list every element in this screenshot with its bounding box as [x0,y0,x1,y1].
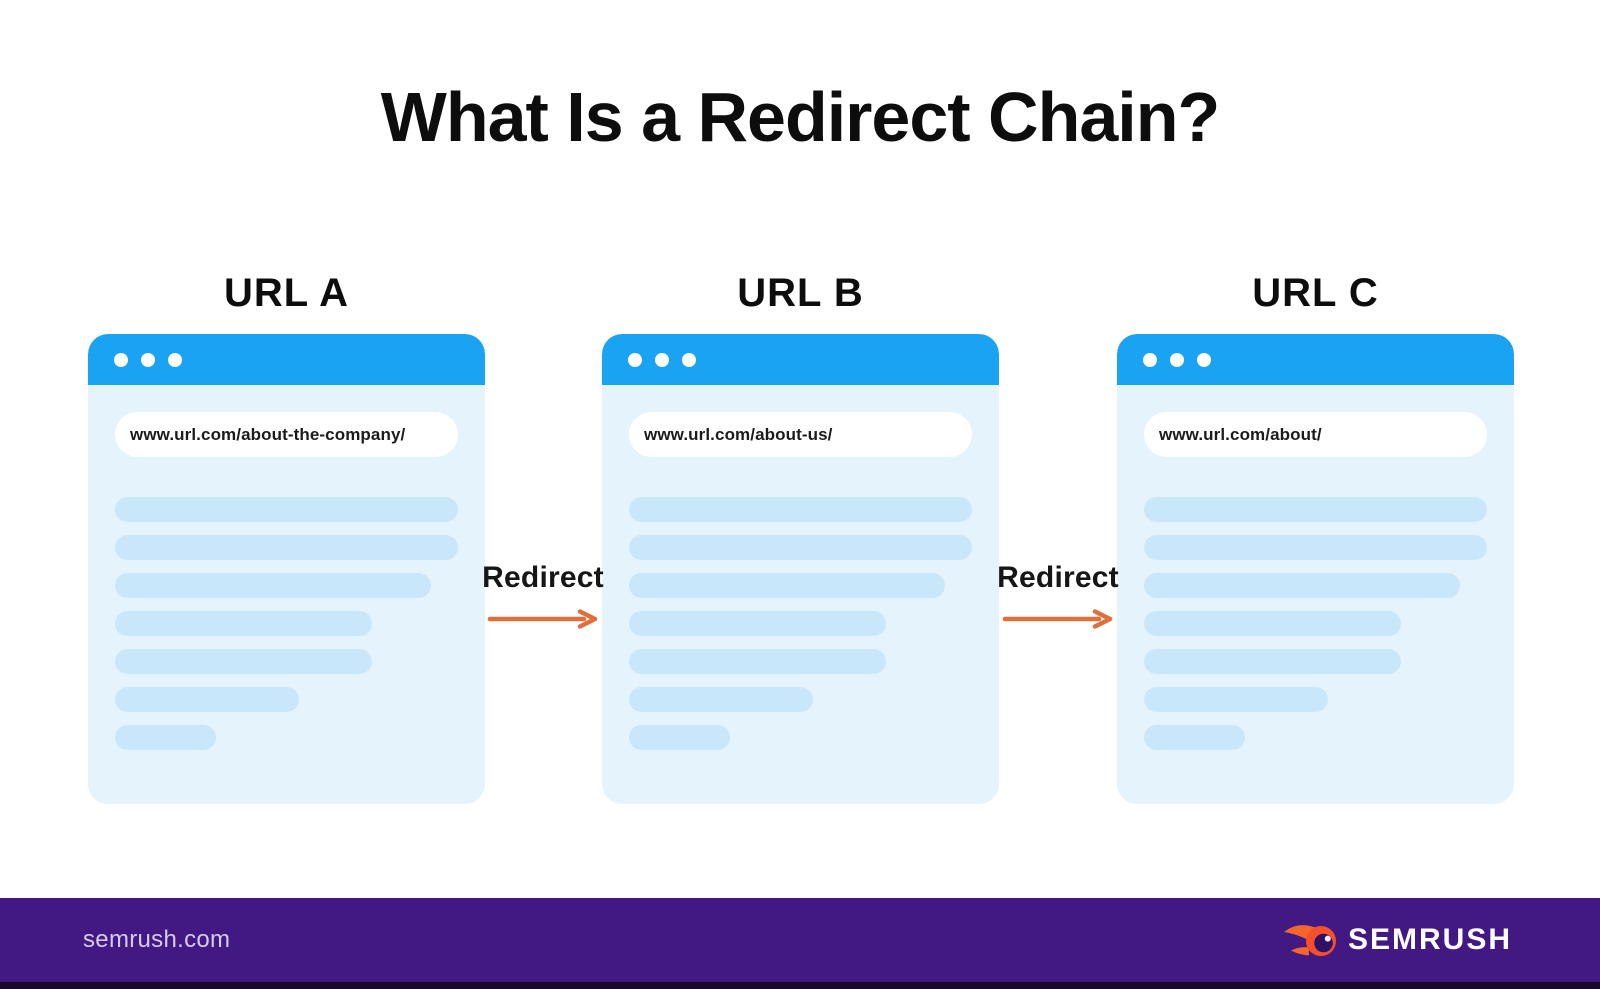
content-placeholder-line [115,687,299,712]
window-dot-icon [682,352,696,367]
content-placeholder-line [115,649,373,674]
footer-domain: semrush.com [83,926,231,953]
page-title: What Is a Redirect Chain? [380,78,1220,156]
url-text-a: www.url.com/about-the-company/ [130,424,406,444]
url-bar-c: www.url.com/about/ [1144,412,1487,457]
content-placeholder-line [1144,725,1246,750]
url-c-heading: URL C [1252,271,1379,315]
url-c-column: URL C www.url.com/about/ [1117,270,1514,804]
browser-body: www.url.com/about/ [1117,385,1514,750]
url-b-column: URL B www.url.com/about-us/ [602,270,999,804]
window-dot-icon [114,352,128,367]
browser-window-c: www.url.com/about/ [1117,334,1514,804]
content-placeholder-line [629,611,887,636]
browser-body: www.url.com/about-the-company/ [88,385,485,750]
redirect-connector-1: Redirect [463,560,623,629]
content-placeholder-line [629,725,731,750]
content-placeholder-lines [115,497,458,750]
footer: semrush.com SEMRUSH [0,898,1600,989]
window-dot-icon [168,352,182,367]
window-dot-icon [1170,352,1184,367]
window-dot-icon [628,352,642,367]
browser-titlebar [602,334,999,385]
browser-titlebar [1117,334,1514,385]
content-placeholder-line [629,497,972,522]
url-a-heading: URL A [224,271,349,315]
content-placeholder-line [1144,573,1460,598]
window-dot-icon [1143,352,1157,367]
url-b-heading: URL B [737,271,864,315]
right-arrow-icon [487,609,598,629]
url-a-column: URL A www.url.com/about-the-company/ [88,270,485,804]
browser-body: www.url.com/about-us/ [602,385,999,750]
semrush-flame-icon [1283,925,1336,956]
window-dot-icon [141,352,155,367]
window-dot-icon [655,352,669,367]
url-bar-b: www.url.com/about-us/ [629,412,972,457]
content-placeholder-lines [629,497,972,750]
redirect-connector-2: Redirect [978,560,1138,629]
content-placeholder-line [629,535,972,560]
content-placeholder-line [115,573,431,598]
right-arrow-icon [1002,609,1113,629]
content-placeholder-line [115,535,458,560]
content-placeholder-lines [1144,497,1487,750]
content-placeholder-line [115,725,217,750]
semrush-logo: SEMRUSH [1282,919,1512,961]
semrush-wordmark: SEMRUSH [1347,923,1512,956]
content-placeholder-line [1144,497,1487,522]
url-bar-a: www.url.com/about-the-company/ [115,412,458,457]
content-placeholder-line [1144,611,1402,636]
content-placeholder-line [1144,649,1402,674]
redirect-label: Redirect [482,561,604,594]
content-placeholder-line [1144,535,1487,560]
window-dot-icon [1197,352,1211,367]
content-placeholder-line [629,649,887,674]
browser-window-b: www.url.com/about-us/ [602,334,999,804]
content-placeholder-line [629,687,813,712]
content-placeholder-line [115,497,458,522]
content-placeholder-line [115,611,373,636]
browser-titlebar [88,334,485,385]
redirect-label: Redirect [997,561,1119,594]
url-text-b: www.url.com/about-us/ [644,424,833,444]
content-placeholder-line [1144,687,1328,712]
url-text-c: www.url.com/about/ [1159,424,1322,444]
content-placeholder-line [629,573,945,598]
browser-window-a: www.url.com/about-the-company/ [88,334,485,804]
